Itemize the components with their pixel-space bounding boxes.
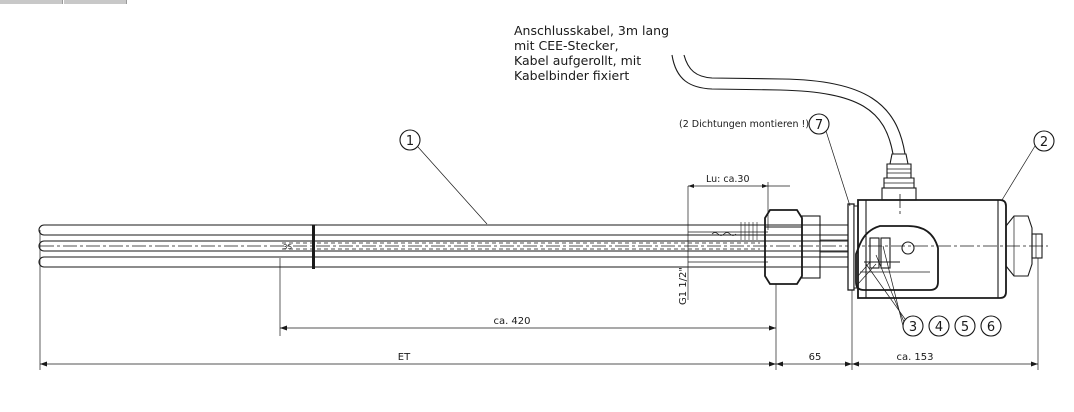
dimension-et: ET	[39, 230, 776, 370]
callout-2: 2	[1001, 130, 1055, 201]
threaded-nut	[764, 209, 848, 285]
callout-4: 4	[928, 315, 950, 337]
callout-7: 7	[808, 113, 851, 207]
cable-note-line-3: Kabel aufgerollt, mit	[514, 53, 641, 68]
callout-5: 5	[954, 315, 976, 337]
callout-3-6-leaders	[865, 245, 906, 327]
title-tab-right	[64, 0, 127, 4]
unheated-length-label: Lu: ca.30	[706, 174, 750, 185]
thermostat-knob	[1005, 215, 1043, 277]
svg-text:ET: ET	[398, 352, 411, 363]
callout-6: 6	[980, 315, 1002, 337]
svg-text:1: 1	[406, 134, 414, 149]
svg-text:5: 5	[961, 320, 969, 335]
cable-note-line-1: Anschlusskabel, 3m lang	[514, 23, 669, 38]
svg-text:65: 65	[809, 352, 822, 363]
title-tab-left	[0, 0, 63, 4]
cable-gland	[881, 153, 917, 201]
cable-note-line-2: mit CEE-Stecker,	[514, 38, 619, 53]
svg-text:3S: 3S	[283, 243, 292, 251]
housing	[857, 194, 1007, 299]
spacer-plate	[310, 224, 317, 269]
svg-text:2: 2	[1040, 135, 1048, 150]
callout-1: 1	[399, 129, 488, 225]
dimension-153: ca. 153	[852, 258, 1039, 370]
cable	[671, 54, 906, 155]
svg-text:ca. 420: ca. 420	[493, 316, 530, 327]
svg-text:4: 4	[935, 320, 943, 335]
heating-rods: 3S	[38, 224, 1048, 268]
thread-label: G1 1/2"	[678, 267, 689, 305]
svg-text:3: 3	[909, 320, 917, 335]
svg-text:6: 6	[987, 320, 995, 335]
svg-text:7: 7	[815, 118, 823, 133]
cable-note-line-4: Kabelbinder fixiert	[514, 68, 629, 83]
unheated-zone	[687, 220, 768, 300]
cable-note: Anschlusskabel, 3m lang mit CEE-Stecker,…	[514, 23, 669, 83]
dimension-65: 65	[776, 290, 853, 370]
svg-text:ca. 153: ca. 153	[896, 352, 933, 363]
gasket-note: (2 Dichtungen montieren !)	[679, 119, 809, 130]
terminal-compartment	[855, 225, 939, 291]
callout-3: 3	[902, 315, 924, 337]
dimension-420: ca. 420	[279, 258, 777, 370]
